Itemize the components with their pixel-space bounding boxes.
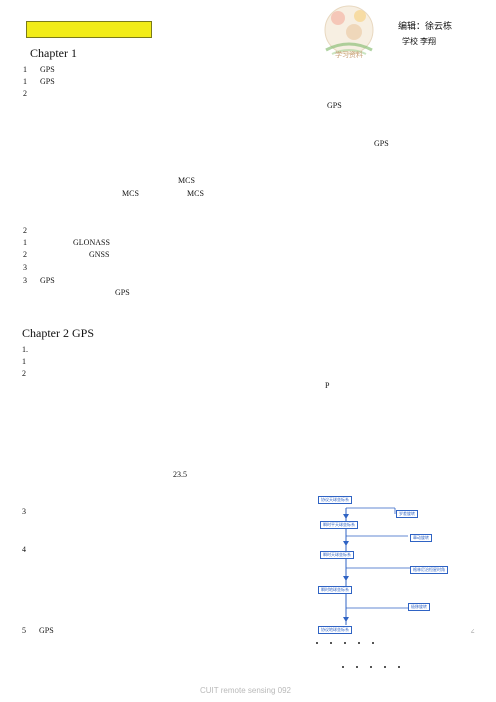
- ch1-line-1-num: 1: [23, 65, 27, 74]
- list2-item-5-num: 3: [23, 276, 27, 285]
- flow-arrow-3: [343, 576, 349, 581]
- mcs-label-2: MCS: [122, 189, 139, 198]
- item-5-text: GPS: [39, 626, 54, 635]
- list2-item-3-text: GNSS: [89, 250, 110, 259]
- svg-text:学习资料: 学习资料: [335, 50, 363, 59]
- list2-item-2-num: 1: [23, 238, 27, 247]
- fc-main-box-5: 协议地球坐标系: [318, 626, 352, 634]
- highlight-box: [26, 21, 152, 38]
- ch2-line-3-num: 2: [22, 369, 26, 378]
- flow-arrow-4: [343, 617, 349, 622]
- fc-side-box-3: 格林尼治恒星时角: [410, 566, 448, 574]
- editor-label: 编辑：徐云栋: [398, 21, 453, 31]
- fc-side-box-2: 章动旋转: [410, 534, 432, 542]
- chapter-1-title: Chapter 1: [30, 46, 77, 60]
- item-4-num: 4: [22, 545, 26, 554]
- footer-text: CUIT remote sensing 092: [200, 686, 292, 695]
- item-5-num: 5: [22, 626, 26, 635]
- list2-item-4-num: 3: [23, 263, 27, 272]
- flow-arrow-2: [343, 541, 349, 546]
- fc-side-box-1: 岁差旋转: [396, 510, 418, 518]
- mcs-label-1: MCS: [178, 176, 195, 185]
- list2-item-5-text: GPS: [40, 276, 55, 285]
- fc-main-box-1: 协议天球坐标系: [318, 496, 352, 504]
- right-gps-1: GPS: [327, 101, 342, 110]
- item-3-num: 3: [22, 507, 26, 516]
- trailing-mark: ∠: [470, 629, 476, 635]
- gps-tail: GPS: [115, 288, 130, 297]
- list2-item-2-text: GLONASS: [73, 238, 110, 247]
- ch1-line-2-num: 1: [23, 77, 27, 86]
- right-gps-2: GPS: [374, 139, 389, 148]
- coordinate-transform-flowchart: [316, 507, 418, 668]
- p-char: P: [325, 381, 330, 390]
- ch2-line-1-num: 1.: [22, 345, 28, 354]
- fc-main-box-4: 瞬时地球坐标系: [318, 586, 352, 594]
- fc-main-box-2: 瞬时平天球坐标系: [320, 521, 358, 529]
- fc-side-box-4: 极移旋转: [408, 603, 430, 611]
- mcs-label-3: MCS: [187, 189, 204, 198]
- sub-label: 学校 李翔: [402, 37, 436, 46]
- flow-arrow-1: [343, 514, 349, 519]
- list2-item-3-num: 2: [23, 250, 27, 259]
- ch1-line-2-text: GPS: [40, 77, 55, 86]
- fc-main-box-3: 瞬时天球坐标系: [320, 551, 354, 559]
- ch1-line-1-text: GPS: [40, 65, 55, 74]
- value-23-5: 23.5: [173, 470, 187, 479]
- emblem-logo-icon: 学习资料: [324, 5, 374, 59]
- list2-item-1-num: 2: [23, 226, 27, 235]
- ch1-line-3-num: 2: [23, 89, 27, 98]
- chapter-2-title: Chapter 2 GPS: [22, 326, 94, 340]
- ch2-line-2-num: 1: [22, 357, 26, 366]
